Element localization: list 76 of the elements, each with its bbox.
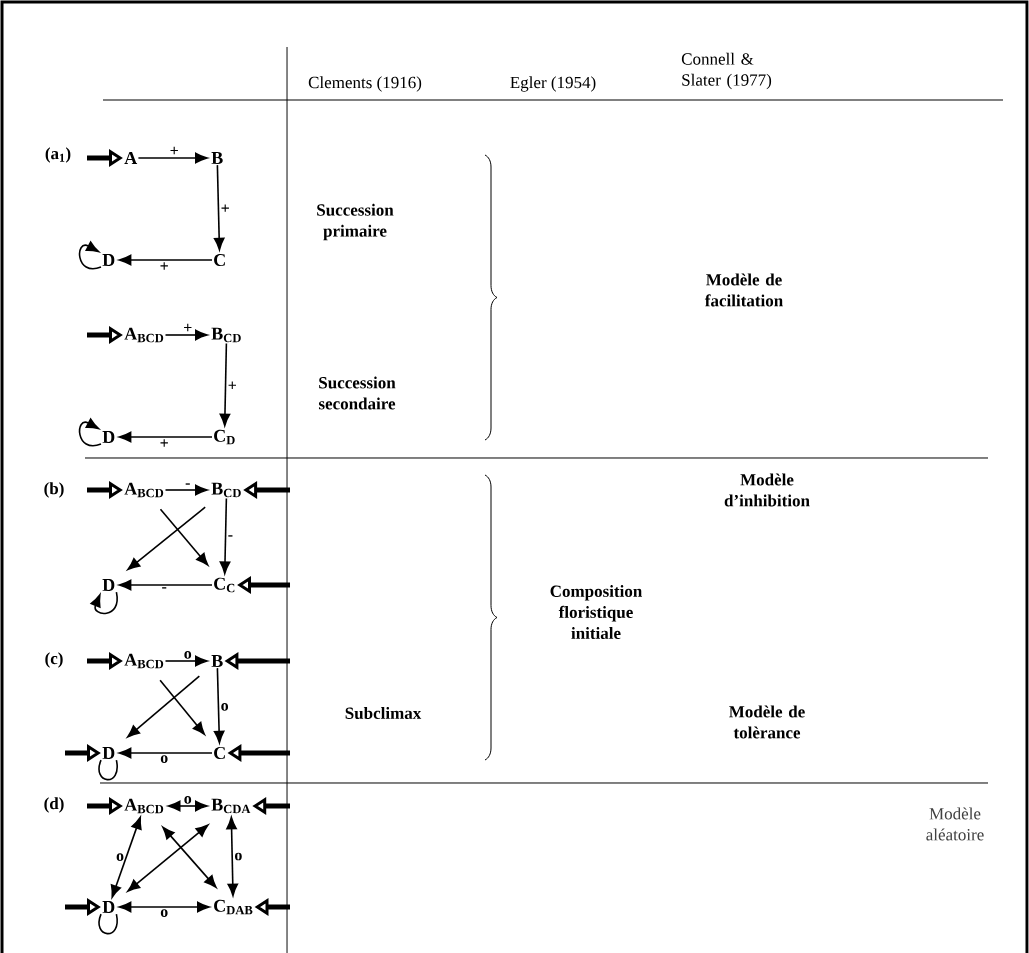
arrow: [127, 506, 206, 571]
edge-label: o: [221, 703, 229, 711]
arrow: [118, 747, 213, 759]
species-label: B: [211, 655, 223, 667]
arrow: [226, 816, 239, 897]
edge-label: +: [160, 262, 168, 270]
edge-label: +: [170, 146, 178, 155]
species-label: D: [102, 747, 115, 759]
edge-label: o: [160, 909, 168, 917]
edge-label: -: [228, 535, 233, 537]
species-label: D: [102, 254, 115, 266]
text-label: Connell & Slater (1977): [681, 52, 772, 90]
panel-label: (b): [44, 482, 64, 498]
text-label: Composition floristique initiale: [550, 585, 642, 639]
edge-label: o: [160, 755, 168, 763]
species-label: A$_{BCD}$: [124, 653, 164, 669]
text-label: Modèle de tolèrance: [729, 705, 805, 739]
arrow: [118, 901, 210, 913]
species-label: B$_{CD}$: [211, 482, 241, 498]
edge-label: o: [235, 852, 242, 861]
text-label: Modèle de facilitation: [704, 273, 783, 307]
species-label: A: [124, 152, 138, 164]
species-label: C$_{D}$: [214, 429, 235, 445]
edge-label: +: [228, 381, 236, 389]
panel-label: (a$_{1}$): [45, 147, 71, 163]
species-label: D: [102, 431, 115, 443]
species-label: B$_{CDA}$: [211, 798, 251, 814]
arrow: [118, 579, 213, 591]
edge-label: -: [185, 483, 190, 485]
species-label: A$_{BCD}$: [124, 798, 164, 814]
arrow: [110, 816, 142, 898]
species-label: D: [102, 579, 115, 591]
species-label: B$_{CD}$: [211, 327, 241, 343]
species-label: C: [214, 253, 225, 267]
arrow: [137, 152, 208, 164]
edge-label: -: [162, 587, 167, 589]
text-label: Succession secondaire: [318, 376, 396, 410]
arrow: [78, 241, 102, 270]
species-label: C$_{DAB}$: [214, 899, 253, 915]
species-label: B: [211, 152, 223, 164]
arrow: [213, 164, 225, 251]
arrow: [127, 824, 209, 892]
panel-label: (d): [44, 797, 64, 813]
arrow: [164, 329, 208, 341]
species-label: D: [102, 901, 115, 913]
species-label: A$_{BCD}$: [124, 327, 164, 343]
edge-label: +: [184, 323, 192, 332]
text-label: Clements (1916): [308, 76, 422, 92]
arrow: [167, 800, 208, 812]
arrow: [118, 431, 213, 443]
text-label: Subclimax: [345, 707, 422, 719]
panel-label: (c): [45, 652, 63, 668]
arrow: [164, 484, 208, 496]
edge-label: +: [221, 204, 229, 212]
text-label: Modèle aléatoire: [926, 807, 984, 841]
arrow: [162, 826, 217, 888]
species-label: A$_{BCD}$: [124, 482, 164, 498]
arrow: [118, 254, 213, 266]
species-label: C$_{C}$: [214, 577, 235, 593]
edge-label: +: [160, 439, 168, 447]
text-label: Egler (1954): [510, 76, 596, 92]
arrow: [213, 667, 225, 744]
arrow: [90, 591, 118, 615]
arrow: [78, 418, 102, 447]
arrow: [164, 655, 208, 667]
arrow: [159, 508, 209, 566]
arrow: [159, 679, 205, 735]
edge-label: o: [116, 853, 124, 862]
arrow: [219, 497, 231, 575]
edge-label: o: [184, 651, 192, 659]
text-label: Succession primaire: [317, 203, 394, 241]
text-label: Modèle d’inhibition: [724, 473, 810, 507]
species-label: C: [214, 746, 225, 760]
edge-label: o: [184, 796, 192, 804]
arrow: [219, 342, 231, 427]
arrow: [127, 675, 201, 738]
